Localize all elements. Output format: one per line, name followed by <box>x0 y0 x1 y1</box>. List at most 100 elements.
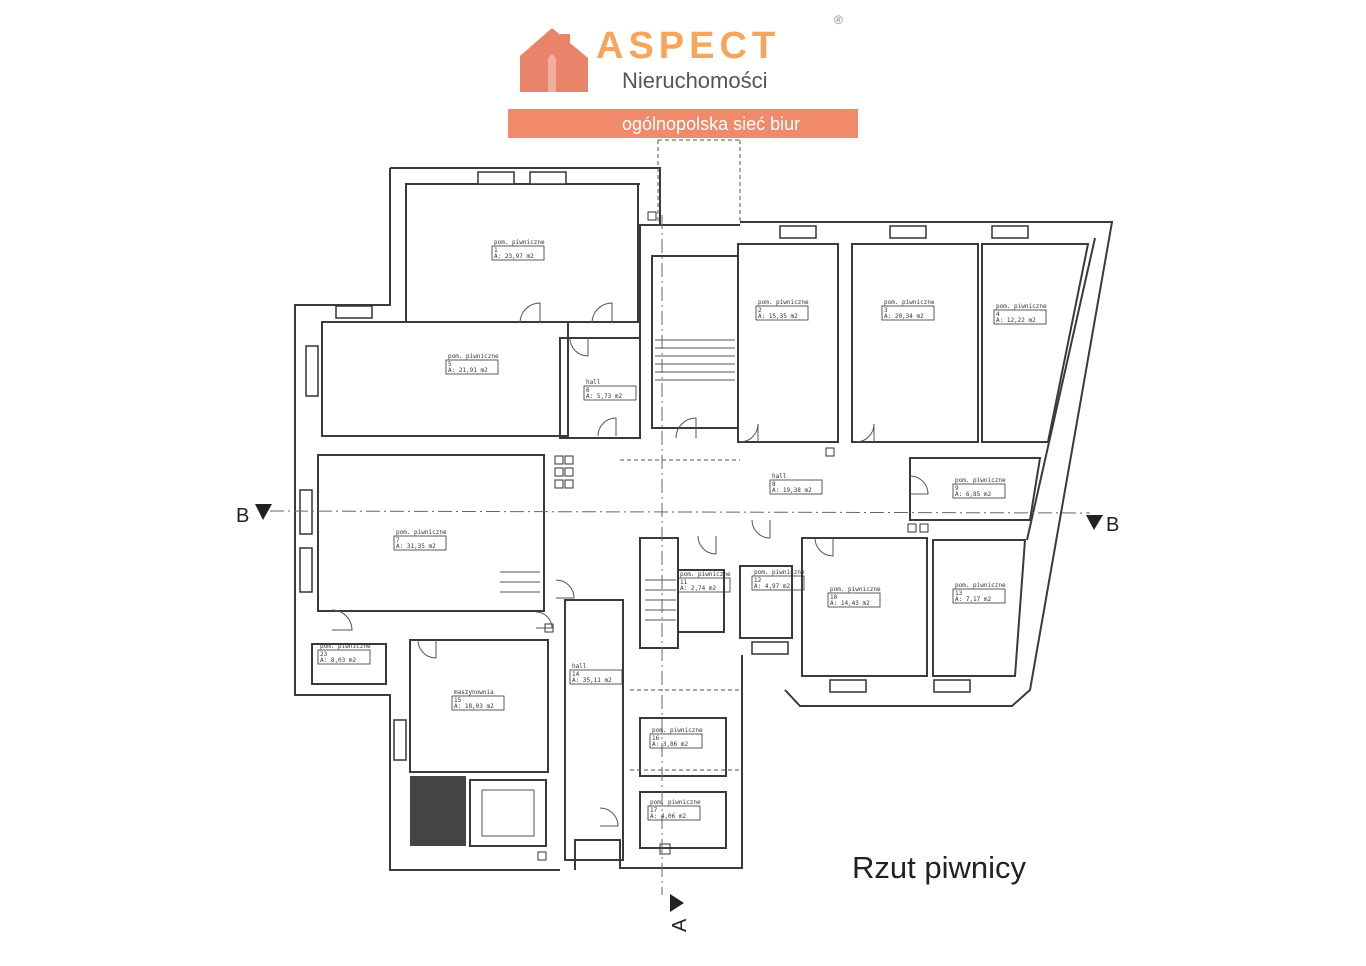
room-label-box <box>827 592 881 608</box>
room-area: A: 15,35 m2 <box>758 313 798 320</box>
room-outline-12 <box>739 565 793 639</box>
room-outline-16 <box>639 717 727 777</box>
room-area: A: 21,91 m2 <box>448 367 488 374</box>
room-label-box <box>993 309 1047 325</box>
room-number: 1 <box>494 247 498 254</box>
room-area: A: 3,86 m2 <box>652 741 689 748</box>
room-area: A: 6,85 m2 <box>955 491 992 498</box>
room-label-box <box>317 649 371 665</box>
room-label-box <box>952 483 1006 499</box>
room-number: 8 <box>772 481 776 488</box>
room-number: 5 <box>448 361 452 368</box>
room-area: A: 35,11 m2 <box>572 677 612 684</box>
room-area: A: 31,35 m2 <box>396 543 436 550</box>
room-name: pom. piwniczne <box>754 569 805 576</box>
room-number: 9 <box>955 485 959 492</box>
room-number: 6 <box>586 387 590 394</box>
company-logo: ASPECT ® Nieruchomości ogólnopolska sieć… <box>508 13 858 138</box>
room-label-box <box>755 305 809 321</box>
room-number: 2 <box>758 307 762 314</box>
elevator-shaft-hatch <box>410 776 466 846</box>
room-label-box <box>445 359 499 375</box>
elevator-shaft <box>469 779 547 847</box>
tagline-bar <box>508 109 858 138</box>
room-outline-6 <box>559 337 641 439</box>
section-a-marker <box>670 894 684 912</box>
room-number: 7 <box>396 537 400 544</box>
room-number: 3 <box>884 307 888 314</box>
room-name: pom. piwniczne <box>758 299 809 306</box>
room-label-box <box>952 588 1006 604</box>
section-a-label: A <box>669 918 691 932</box>
room-area: A: 7,17 m2 <box>955 596 992 603</box>
room-number: 11 <box>680 579 688 586</box>
stair-core <box>651 255 739 429</box>
plan-title: Rzut piwnicy <box>852 850 1026 885</box>
room-name: pom. piwniczne <box>884 299 935 306</box>
room-outline-13 <box>932 539 1027 677</box>
room-outline-7 <box>317 454 545 612</box>
room-area: A: 4,06 m2 <box>650 813 687 820</box>
section-b-right-label: B <box>1106 514 1119 536</box>
brand-tagline: ogólnopolska sieć biur <box>622 114 800 134</box>
room-area: A: 20,34 m2 <box>884 313 924 320</box>
room-outline-10 <box>801 537 928 677</box>
section-b-left-marker <box>255 504 272 520</box>
room-name: pom. piwniczne <box>320 643 371 650</box>
room-number: 17 <box>650 807 658 814</box>
room-number: 13 <box>955 590 963 597</box>
room-label-box <box>649 733 703 749</box>
section-lines: B B A <box>236 215 1119 932</box>
room-area: A: 23,97 m2 <box>494 253 534 260</box>
room-name: hall <box>572 663 587 670</box>
room-outline-9 <box>909 457 1042 521</box>
room-label-box <box>491 245 545 261</box>
room-number: 12 <box>754 577 762 584</box>
room-outline-14 <box>564 599 624 861</box>
room-label-box <box>451 695 505 711</box>
room-area: A: 5,73 m2 <box>586 393 623 400</box>
room-label-box <box>677 577 731 593</box>
room-name: pom. piwniczne <box>448 353 499 360</box>
room-name: pom. piwniczne <box>650 799 701 806</box>
room-label-box <box>881 305 935 321</box>
room-area: A: 14,43 m2 <box>830 600 870 607</box>
room-area: A: 12,22 m2 <box>996 317 1036 324</box>
room-name: pom. piwniczne <box>996 303 1047 310</box>
registered-mark: ® <box>834 13 843 27</box>
room-outline-5 <box>321 321 569 437</box>
room-area: A: 18,03 m2 <box>454 703 494 710</box>
room-number: 15 <box>454 697 462 704</box>
room-label-box <box>569 669 623 685</box>
room-number: 14 <box>572 671 580 678</box>
room-name: pom. piwniczne <box>396 529 447 536</box>
room-number: 4 <box>996 311 1000 318</box>
room-label-box <box>393 535 447 551</box>
room-label-box <box>751 575 805 591</box>
room-label-box <box>583 385 637 401</box>
room-outline-17 <box>639 791 727 849</box>
room-outline-15 <box>409 639 549 773</box>
brand-name: ASPECT <box>596 25 780 67</box>
room-area: A: 8,03 m2 <box>320 657 357 664</box>
room-outline-11 <box>677 569 725 633</box>
room-label-box <box>647 805 701 821</box>
room-name: pom. piwniczne <box>680 571 731 578</box>
room-label-box <box>769 479 823 495</box>
